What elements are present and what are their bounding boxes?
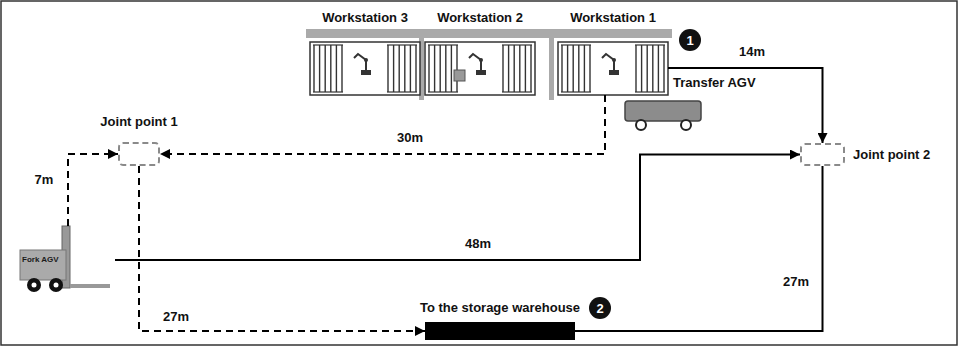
workstation-cell: [425, 42, 535, 95]
route-connector: [160, 95, 605, 154]
distance-label: 14m: [737, 45, 767, 60]
storage-warehouse: To the storage warehouse: [425, 322, 575, 340]
workstation-box: Workstation 1: [558, 42, 668, 95]
node-label: Transfer AGV: [673, 76, 756, 91]
distance-label: 27m: [781, 275, 811, 290]
fork-agv: Fork AGV: [20, 226, 115, 292]
node-label: Fork AGV: [22, 255, 59, 264]
callout-circle: [589, 297, 611, 319]
forklift-shape: [20, 226, 110, 292]
workstation-cell: [558, 42, 668, 95]
distance-label: 48m: [463, 237, 493, 252]
workstation-box: Workstation 3: [310, 42, 420, 95]
joint-point: Joint point 1: [118, 142, 160, 166]
distance-label: 27m: [161, 310, 191, 325]
callout-number: 2: [596, 302, 603, 315]
distance-label: 7m: [33, 173, 56, 188]
node-label: Workstation 2: [437, 11, 523, 26]
joint-point: Joint point 2: [800, 143, 845, 166]
transfer-agv: Transfer AGV: [625, 100, 701, 131]
distance-label: 30m: [395, 131, 425, 146]
workpiece: [454, 70, 465, 81]
callout-circle: [679, 29, 701, 51]
node-label: To the storage warehouse: [420, 301, 580, 316]
route-connector: [68, 154, 118, 226]
transfer-agv-shape: [625, 101, 701, 130]
route-connector: [115, 155, 800, 261]
route-connector: [668, 68, 823, 143]
node-label: Workstation 1: [570, 11, 656, 26]
rail: [306, 29, 672, 38]
workstation-cells: [310, 42, 668, 95]
rail-post: [549, 29, 554, 100]
node-label: Joint point 1: [100, 115, 177, 130]
workstation-cell: [310, 42, 420, 95]
node-label: Workstation 3: [322, 11, 408, 26]
node-label: Joint point 2: [853, 147, 930, 162]
route-connector: [575, 166, 823, 331]
route-connector: [139, 166, 425, 331]
workstation-box: Workstation 2: [425, 42, 535, 95]
callout-number: 1: [686, 34, 693, 47]
